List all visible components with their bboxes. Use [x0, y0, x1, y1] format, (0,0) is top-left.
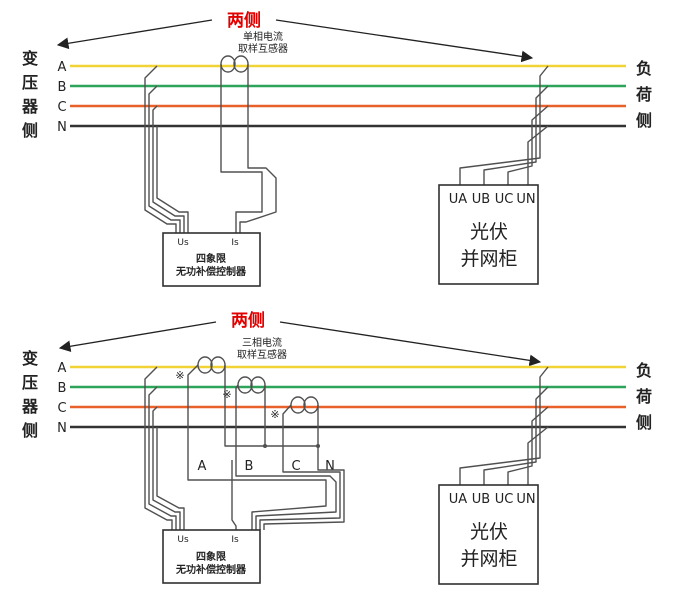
top-phase-label-c: C: [57, 100, 66, 115]
bottom-ct-output-n: N: [325, 459, 335, 474]
bottom-phase-label-b: B: [58, 381, 67, 396]
bottom-pv-terminal-uc: UC: [495, 492, 514, 507]
svg-text:变: 变: [22, 49, 38, 68]
top-controller-us: Us: [177, 238, 189, 248]
bottom-pv-name-2: 并网柜: [460, 548, 517, 570]
bottom-phase-label-n: N: [57, 421, 67, 436]
top-controller-name-1: 四象限: [196, 252, 227, 265]
svg-text:侧: 侧: [636, 111, 652, 130]
bottom-current-wires: [187, 460, 345, 530]
bottom-phase-label-c: C: [57, 401, 66, 416]
bottom-arrow-left: [58, 321, 217, 353]
top-arrow-left: [56, 19, 213, 50]
bottom-phase-label-a: A: [58, 361, 67, 376]
bottom-ct-output-b: B: [245, 459, 254, 474]
top-pv-terminal-ua: UA: [449, 192, 468, 207]
top-arrow-right: [275, 19, 534, 63]
top-pv-terminal-uc: UC: [495, 192, 514, 207]
svg-text:负: 负: [636, 59, 652, 78]
top-voltage-wires: [144, 65, 189, 234]
bottom-ct-marker-a: ※: [175, 369, 184, 382]
top-pv-terminal-ub: UB: [472, 192, 490, 207]
bottom-pv-name-1: 光伏: [470, 521, 508, 543]
top-ct-label-1: 单相电流: [243, 30, 283, 43]
svg-text:压: 压: [22, 73, 38, 92]
top-pv-name-1: 光伏: [470, 221, 508, 243]
top-phase-label-n: N: [57, 120, 67, 135]
bottom-diagram: 两侧 变 压 器 侧 负 荷 侧 A B C N 三相电流 取样互感器 ※: [21, 310, 652, 585]
bottom-ct-phase-b: ※: [222, 376, 266, 401]
top-transformer-side-label: 变 压 器 侧: [21, 49, 39, 140]
bottom-load-side-label: 负 荷 侧: [636, 361, 652, 432]
svg-text:变: 变: [22, 349, 38, 368]
bottom-transformer-side-label: 变 压 器 侧: [21, 349, 39, 440]
svg-text:器: 器: [21, 97, 39, 116]
top-title-both-sides: 两侧: [227, 10, 261, 31]
svg-text:侧: 侧: [636, 413, 652, 432]
svg-text:压: 压: [22, 373, 38, 392]
bottom-ct-output-a: A: [198, 459, 207, 474]
top-ct-label-2: 取样互感器: [238, 42, 288, 55]
svg-text:负: 负: [636, 361, 652, 380]
svg-text:器: 器: [21, 397, 39, 416]
svg-text:荷: 荷: [636, 85, 652, 104]
top-phase-label-b: B: [58, 80, 67, 95]
bottom-controller-is: Is: [231, 535, 239, 545]
top-current-transformer: [220, 55, 249, 73]
bottom-arrow-right: [279, 321, 542, 367]
top-pv-terminal-un: UN: [516, 192, 535, 207]
bottom-pv-wires: [459, 366, 549, 486]
bottom-controller-box: Us Is 四象限 无功补偿控制器: [162, 529, 261, 584]
svg-text:荷: 荷: [636, 387, 652, 406]
bottom-pv-terminal-un: UN: [516, 492, 535, 507]
bottom-title-both-sides: 两侧: [231, 310, 265, 331]
top-current-wires: [220, 64, 277, 234]
bottom-ct-wires: [187, 364, 320, 460]
top-controller-is: Is: [231, 238, 239, 248]
bottom-ct-phase-c: ※: [270, 396, 319, 421]
top-pv-wires: [459, 65, 549, 186]
bottom-ct-marker-b: ※: [222, 388, 231, 401]
bottom-ct-label-1: 三相电流: [242, 336, 282, 349]
bottom-controller-us: Us: [177, 535, 189, 545]
svg-text:侧: 侧: [22, 121, 38, 140]
bottom-pv-cabinet: UA UB UC UN 光伏 并网柜: [438, 484, 539, 585]
bottom-pv-terminal-ua: UA: [449, 492, 468, 507]
bottom-voltage-wires: [144, 366, 185, 530]
top-load-side-label: 负 荷 侧: [636, 59, 652, 130]
bottom-controller-name-1: 四象限: [196, 550, 227, 563]
top-controller-name-2: 无功补偿控制器: [175, 265, 247, 278]
top-phase-label-a: A: [58, 60, 67, 75]
top-pv-cabinet: UA UB UC UN 光伏 并网柜: [438, 184, 539, 285]
top-controller-box: Us Is 四象限 无功补偿控制器: [162, 232, 261, 287]
svg-text:侧: 侧: [22, 421, 38, 440]
top-pv-name-2: 并网柜: [460, 248, 517, 270]
bottom-ct-phase-a: ※: [175, 356, 226, 382]
top-diagram: 两侧 变 压 器 侧 负 荷 侧 A B C N 单相电流 取样互感器: [21, 10, 652, 287]
bottom-ct-marker-c: ※: [270, 408, 279, 421]
bottom-ct-output-c: C: [291, 459, 300, 474]
bottom-pv-terminal-ub: UB: [472, 492, 490, 507]
bottom-ct-label-2: 取样互感器: [237, 348, 287, 361]
bottom-controller-name-2: 无功补偿控制器: [175, 563, 247, 576]
